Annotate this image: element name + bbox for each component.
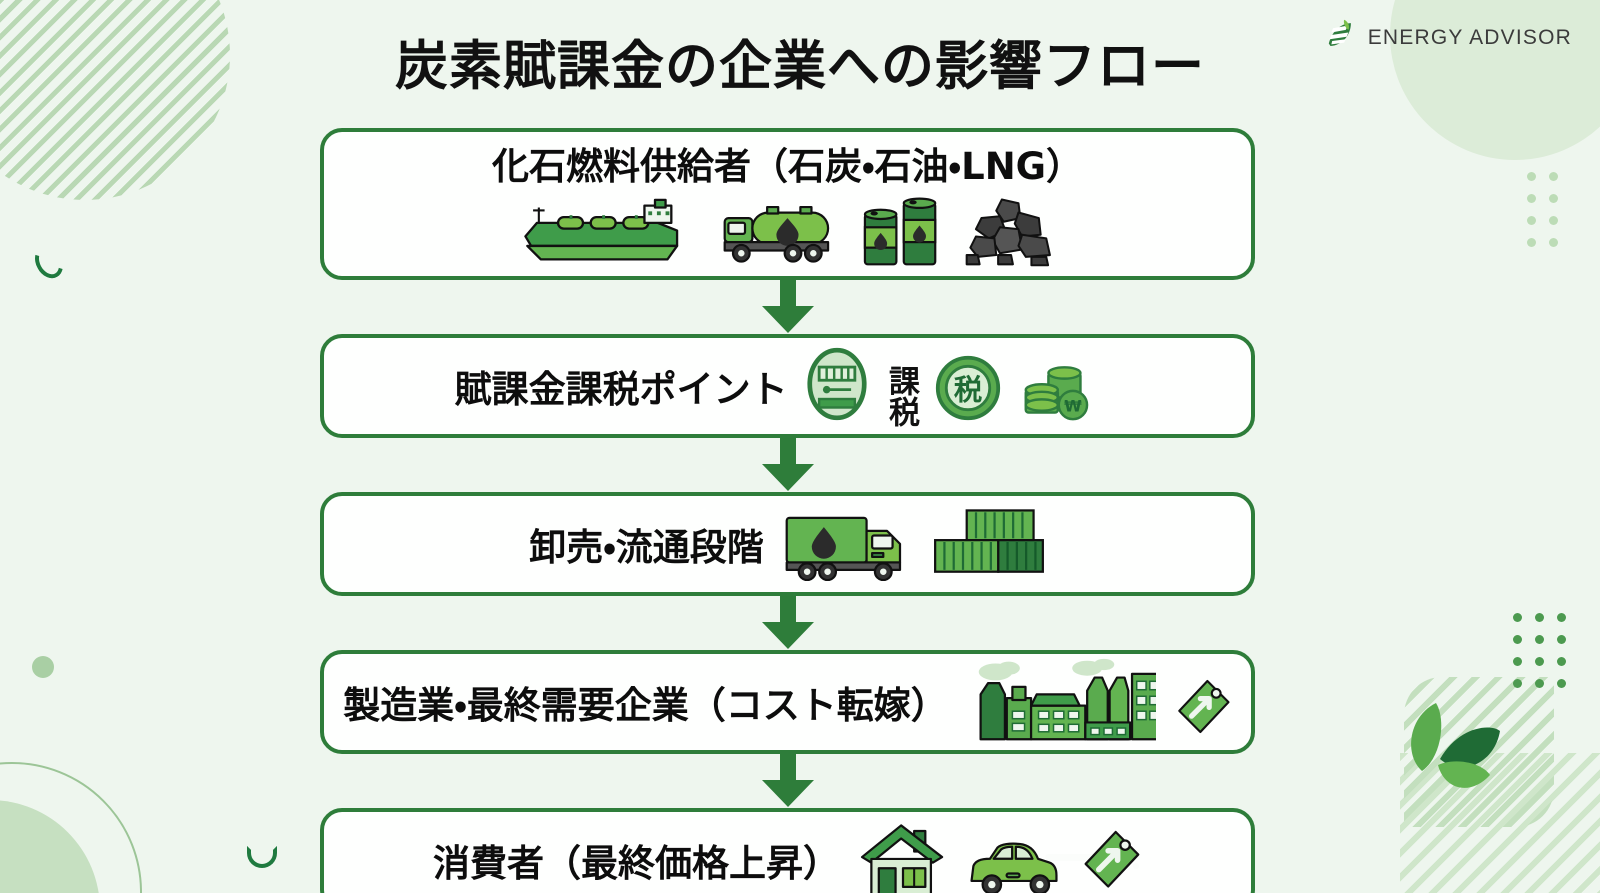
- leaf-cluster-icon: [1378, 693, 1508, 803]
- flow-step-label: 化石燃料供給者（石炭・石油・LNG）: [491, 144, 1084, 188]
- price-tag-up-icon: [1080, 828, 1142, 893]
- car-icon: [966, 838, 1062, 893]
- flow-arrow-4: [320, 754, 1255, 808]
- striped-shape-bottom-right: [1404, 677, 1554, 827]
- svg-text:税: 税: [954, 373, 982, 406]
- flow-step-levy-taxation-point[interactable]: 賦課金課税ポイント 課税 税: [320, 334, 1255, 438]
- shipping-containers-icon: [932, 503, 1046, 586]
- taxation-vertical-text-icon: 課税: [883, 364, 919, 427]
- flow-arrow-3: [320, 596, 1255, 650]
- dot-decor-bottom-left: [32, 656, 54, 678]
- arc-decor-top-left: [29, 240, 69, 284]
- lng-tanker-ship-icon: [512, 196, 702, 273]
- flow-step-label: 製造業・最終需要企業（コスト転嫁）: [343, 684, 948, 727]
- dot-grid-top-right: [1520, 165, 1564, 253]
- tax-meter-icon: [806, 346, 868, 427]
- arc-decor-bottom-center: [247, 846, 277, 868]
- flow-step-icons: [512, 194, 1064, 273]
- striped-shape-bottom-right-outer: [1400, 753, 1600, 893]
- flow-step-icons: [782, 503, 1046, 586]
- flow-step-consumers[interactable]: 消費者（最終価格上昇）: [320, 808, 1255, 893]
- flow-step-label: 消費者（最終価格上昇）: [433, 842, 840, 885]
- fuel-tank-truck-icon: [720, 196, 842, 273]
- flow-step-manufacturing-final-demand[interactable]: 製造業・最終需要企業（コスト転嫁）: [320, 650, 1255, 754]
- ring-decor-bottom-left: [0, 762, 142, 893]
- delivery-truck-icon: [782, 503, 914, 586]
- svg-text:₩: ₩: [1064, 396, 1082, 415]
- factory-icon: [966, 657, 1178, 748]
- flow-step-fossil-fuel-suppliers[interactable]: 化石燃料供給者（石炭・石油・LNG）: [320, 128, 1255, 280]
- flow-step-label: 卸売・流通段階: [529, 526, 764, 569]
- brand-name: ENERGY ADVISOR: [1367, 25, 1572, 49]
- disc-decor-bottom-left: [0, 800, 100, 893]
- price-tag-up-icon: [1174, 677, 1232, 748]
- tax-coin-icon: 税: [934, 354, 1002, 427]
- flow-arrow-1: [320, 280, 1255, 334]
- flow-step-icons: [858, 818, 1142, 893]
- flow-step-wholesale-distribution[interactable]: 卸売・流通段階: [320, 492, 1255, 596]
- leaf-swirl-icon: [1322, 18, 1356, 57]
- house-icon: [858, 818, 948, 893]
- flow-step-icons: [966, 657, 1232, 748]
- dot-grid-bottom-right: [1506, 606, 1572, 694]
- flow-step-icons: 課税 税: [806, 346, 1121, 427]
- flow-arrow-2: [320, 438, 1255, 492]
- flow-step-label: 賦課金課税ポイント: [454, 368, 788, 411]
- brand-logo: ENERGY ADVISOR: [1322, 18, 1572, 57]
- oil-drums-icon: [860, 194, 942, 273]
- coal-pile-icon: [960, 194, 1064, 273]
- coin-stack-icon: ₩: [1020, 356, 1090, 427]
- page-title: 炭素賦課金の企業への影響フロー: [395, 36, 1205, 97]
- impact-flow-diagram: 化石燃料供給者（石炭・石油・LNG）: [320, 128, 1255, 893]
